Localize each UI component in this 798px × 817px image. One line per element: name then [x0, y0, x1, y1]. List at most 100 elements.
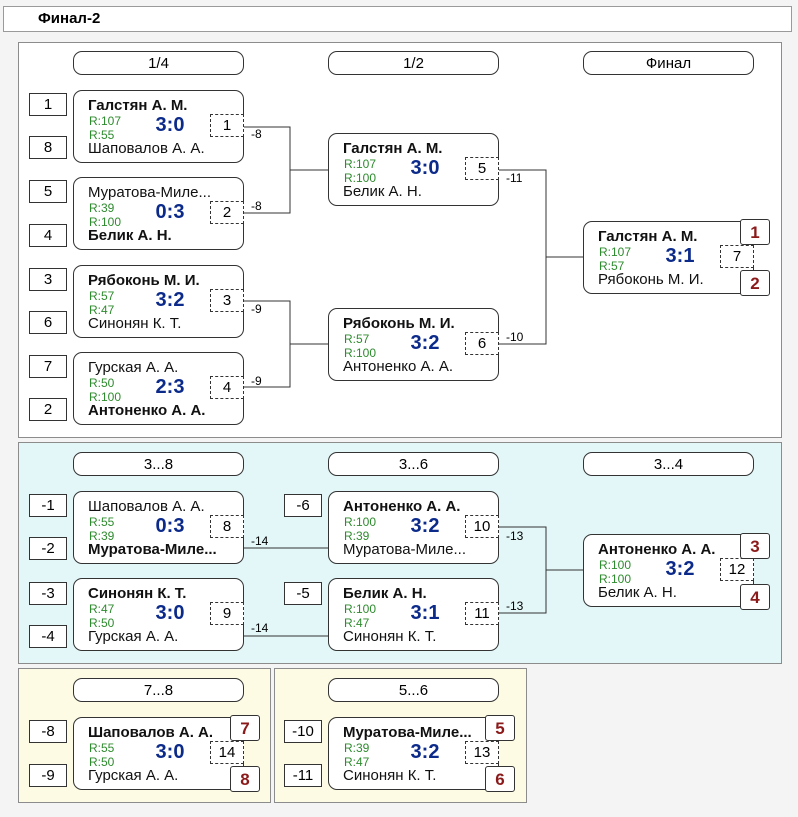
match-card-14[interactable]: Шаповалов А. А. R:55 R:50 3:0 14 Гурская…: [73, 717, 244, 790]
place-badge: 3: [740, 533, 770, 559]
player-name: Шаповалов А. А.: [88, 140, 205, 157]
match-score: 3:2: [665, 558, 695, 580]
match-number: 2: [210, 201, 244, 224]
match-score: 2:3: [155, 376, 185, 398]
seed-box: -10: [284, 720, 322, 743]
player-name: Муратова-Миле...: [343, 724, 472, 741]
match-card-9[interactable]: Синонян К. Т. R:47 R:50 3:0 9 Гурская А.…: [73, 578, 244, 651]
loser-reference: -8: [251, 127, 262, 141]
player-name: Белик А. Н.: [88, 227, 172, 244]
player-rating: R:47: [344, 755, 370, 769]
match-score: 3:2: [155, 289, 185, 311]
match-score: 3:2: [410, 515, 440, 537]
player-rating: R:55: [89, 515, 115, 529]
seed-box: 4: [29, 224, 67, 247]
player-name: Антоненко А. А.: [343, 498, 461, 515]
match-card-6[interactable]: Рябоконь М. И. R:57 R:100 3:2 6 Антоненк…: [328, 308, 499, 381]
match-number: 9: [210, 602, 244, 625]
match-score: 3:0: [155, 602, 185, 624]
match-number: 10: [465, 515, 499, 538]
match-number: 8: [210, 515, 244, 538]
player-rating: R:100: [344, 515, 377, 529]
match-card-11[interactable]: Белик А. Н. R:100 R:47 3:1 11 Синонян К.…: [328, 578, 499, 651]
match-score: 3:1: [665, 245, 695, 267]
player-rating: R:57: [599, 259, 625, 273]
player-rating: R:100: [599, 558, 632, 572]
player-rating: R:57: [344, 332, 370, 346]
loser-reference: -9: [251, 302, 262, 316]
match-number: 7: [720, 245, 754, 268]
player-name: Белик А. Н.: [343, 585, 427, 602]
player-rating: R:100: [344, 346, 377, 360]
loser-reference: -13: [506, 529, 524, 543]
header-places-3-8: 3...8: [73, 452, 244, 476]
seed-box: 1: [29, 93, 67, 116]
match-card-3[interactable]: Рябоконь М. И. R:57 R:47 3:2 3 Синонян К…: [73, 265, 244, 338]
player-rating: R:57: [89, 289, 115, 303]
seed-box: -5: [284, 582, 322, 605]
seed-box: 5: [29, 180, 67, 203]
header-places-5-6: 5...6: [328, 678, 499, 702]
match-card-5[interactable]: Галстян А. М. R:107 R:100 3:0 5 Белик А.…: [328, 133, 499, 206]
player-rating: R:47: [344, 616, 370, 630]
seed-box: 7: [29, 355, 67, 378]
place-badge: 1: [740, 219, 770, 245]
match-card-10[interactable]: Антоненко А. А. R:100 R:39 3:2 10 Мурато…: [328, 491, 499, 564]
header-semifinal: 1/2: [328, 51, 499, 75]
player-name: Синонян К. Т.: [88, 585, 187, 602]
player-name: Рябоконь М. И.: [343, 315, 455, 332]
seed-box: -8: [29, 720, 67, 743]
match-number: 13: [465, 741, 499, 764]
player-rating: R:107: [599, 245, 632, 259]
place-badge: 5: [485, 715, 515, 741]
place-badge: 6: [485, 766, 515, 792]
player-rating: R:100: [599, 572, 632, 586]
player-name: Рябоконь М. И.: [88, 272, 200, 289]
seed-box: -2: [29, 537, 67, 560]
place-badge: 4: [740, 584, 770, 610]
match-card-4[interactable]: Гурская А. А. R:50 R:100 2:3 4 Антоненко…: [73, 352, 244, 425]
place-badge: 8: [230, 766, 260, 792]
loser-reference: -8: [251, 199, 262, 213]
player-rating: R:50: [89, 755, 115, 769]
player-name: Антоненко А. А.: [343, 358, 453, 375]
player-rating: R:50: [89, 376, 115, 390]
player-name: Муратова-Миле...: [88, 184, 212, 201]
player-rating: R:50: [89, 616, 115, 630]
player-rating: R:47: [89, 303, 115, 317]
player-name: Синонян К. Т.: [343, 628, 437, 645]
seed-box: 8: [29, 136, 67, 159]
match-score: 0:3: [155, 201, 185, 223]
player-rating: R:100: [89, 215, 122, 229]
place-badge: 2: [740, 270, 770, 296]
match-score: 3:2: [410, 332, 440, 354]
place-badge: 7: [230, 715, 260, 741]
player-rating: R:100: [344, 171, 377, 185]
match-card-7[interactable]: Галстян А. М. R:107 R:57 3:1 7 Рябоконь …: [583, 221, 754, 294]
match-card-8[interactable]: Шаповалов А. А. R:55 R:39 0:3 8 Муратова…: [73, 491, 244, 564]
seed-box: 6: [29, 311, 67, 334]
seed-box: -9: [29, 764, 67, 787]
match-card-13[interactable]: Муратова-Миле... R:39 R:47 3:2 13 Синоня…: [328, 717, 499, 790]
header-places-7-8: 7...8: [73, 678, 244, 702]
player-rating: R:39: [89, 529, 115, 543]
seed-box: -4: [29, 625, 67, 648]
match-number: 12: [720, 558, 754, 581]
match-card-1[interactable]: Галстян А. М. R:107 R:55 3:0 1 Шаповалов…: [73, 90, 244, 163]
match-card-2[interactable]: Муратова-Миле... R:39 R:100 0:3 2 Белик …: [73, 177, 244, 250]
player-rating: R:39: [344, 741, 370, 755]
loser-reference: -14: [251, 534, 269, 548]
player-rating: R:107: [344, 157, 377, 171]
player-name: Белик А. Н.: [598, 584, 677, 601]
match-card-12[interactable]: Антоненко А. А. R:100 R:100 3:2 12 Белик…: [583, 534, 754, 607]
match-number: 3: [210, 289, 244, 312]
loser-reference: -9: [251, 374, 262, 388]
match-number: 4: [210, 376, 244, 399]
window-title: Финал-2: [38, 10, 101, 27]
window-title-bar: Финал-2: [3, 6, 792, 32]
player-name: Синонян К. Т.: [88, 315, 182, 332]
match-score: 3:2: [410, 741, 440, 763]
player-rating: R:39: [89, 201, 115, 215]
header-places-3-4: 3...4: [583, 452, 754, 476]
